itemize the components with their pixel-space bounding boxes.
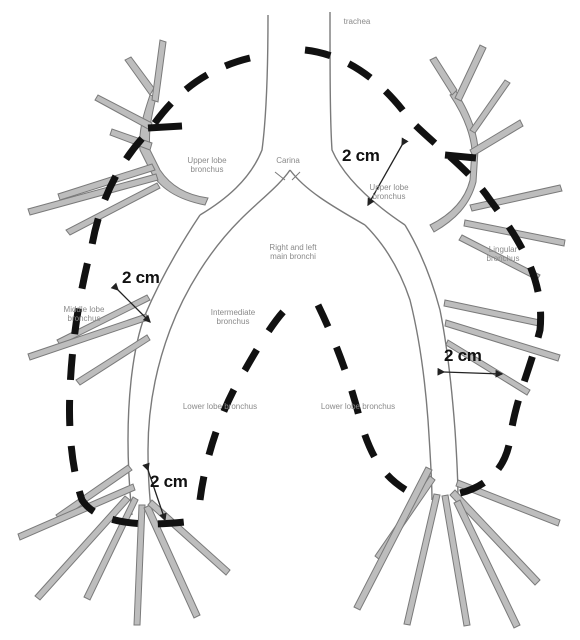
label-left-upper-lobe-bronchus: Upper lobe bronchus [178, 156, 236, 174]
label-lower-lobe-bronchus-left: Lower lobe bronchus [170, 402, 270, 411]
label-lower-lobe-bronchus-right: Lower lobe bronchus [308, 402, 408, 411]
distance-label-upper-right: 2 cm [342, 146, 380, 166]
label-main-bronchi: Right and left main bronchi [258, 243, 328, 261]
distance-label-middle-left: 2 cm [122, 268, 160, 288]
label-lingular-bronchus: Lingular bronchus [476, 245, 530, 263]
distance-label-lower-left: 2 cm [150, 472, 188, 492]
label-carina: Carina [268, 156, 308, 165]
branch-fill [18, 40, 565, 628]
distance-label-middle-right: 2 cm [444, 346, 482, 366]
label-middle-lobe-bronchus: Middle lobe bronchus [56, 305, 112, 323]
label-right-upper-lobe-bronchus: Upper lobe bronchus [360, 183, 418, 201]
label-intermediate-bronchus: Intermediate bronchus [200, 308, 266, 326]
label-trachea: trachea [332, 17, 382, 26]
